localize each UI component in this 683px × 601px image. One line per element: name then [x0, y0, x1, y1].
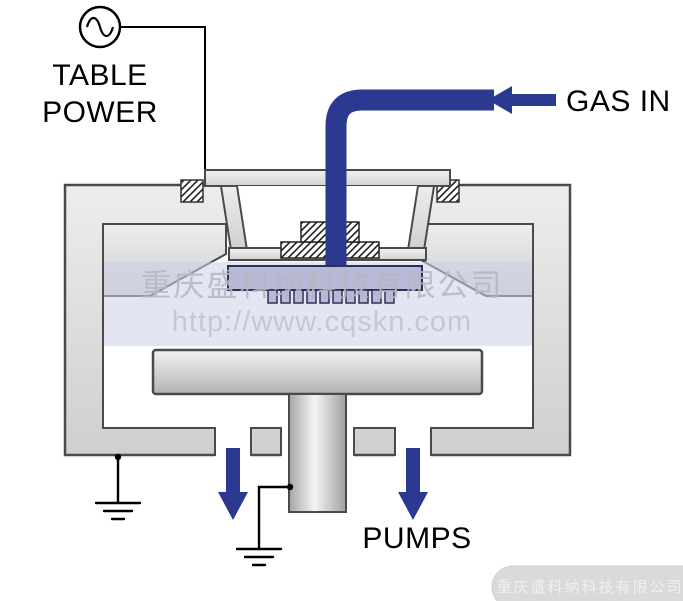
- insulator-seal-left: [180, 179, 204, 203]
- nozzle: [358, 289, 369, 304]
- footer-watermark: 重庆盛科纳科技有限公司: [491, 565, 683, 601]
- pump-port-right-walls: [394, 427, 432, 456]
- pump-flow: [218, 448, 428, 520]
- table-power-source: TABLE POWER: [42, 5, 206, 171]
- nozzle: [345, 289, 356, 304]
- showerhead-nozzles: [267, 289, 395, 304]
- ground-icon: [94, 501, 142, 521]
- ground-icon: [235, 547, 283, 567]
- footer-watermark-capsule: [491, 565, 683, 601]
- watermark-url-text: http://www.cqskn.com: [172, 306, 472, 338]
- power-wire: [120, 26, 206, 171]
- nozzle: [384, 289, 395, 304]
- nozzle: [332, 289, 343, 304]
- watermark-company-text: 重庆盛科纳科技有限公司: [141, 268, 504, 303]
- gas-pipe: [325, 89, 494, 272]
- ground-wire: [257, 485, 292, 551]
- table-power-label-line1: TABLE: [52, 59, 147, 92]
- table-power-label-line2: POWER: [42, 96, 158, 129]
- arrow-down-icon-left: [218, 448, 248, 520]
- footer-watermark-text: 重庆盛科纳科技有限公司: [496, 579, 683, 596]
- showerhead: [227, 265, 423, 304]
- nozzle: [267, 289, 278, 304]
- watermark: 重庆盛科纳科技有限公司 http://www.cqskn.com: [141, 268, 504, 338]
- pedestal-stem: [288, 393, 347, 513]
- pedestal-port-walls: [280, 427, 355, 456]
- pedestal: [288, 393, 347, 513]
- gas-in-label: GAS IN: [566, 85, 671, 118]
- ground-center: [235, 483, 294, 567]
- nozzle: [293, 289, 304, 304]
- pumps-label: PUMPS: [362, 522, 471, 555]
- nozzle: [319, 289, 330, 304]
- ground-left: [94, 453, 142, 521]
- pump-port-left-walls: [214, 427, 252, 456]
- table-platen: [151, 348, 484, 396]
- arrow-down-icon-right: [398, 448, 428, 520]
- nozzle: [371, 289, 382, 304]
- nozzle: [280, 289, 291, 304]
- nozzle: [306, 289, 317, 304]
- gas-inlet: GAS IN: [488, 85, 671, 118]
- wafer-table: [151, 348, 484, 396]
- arrow-left-icon: [488, 86, 556, 114]
- sine-wave-icon: [85, 16, 115, 38]
- showerhead-plenum: [227, 265, 423, 291]
